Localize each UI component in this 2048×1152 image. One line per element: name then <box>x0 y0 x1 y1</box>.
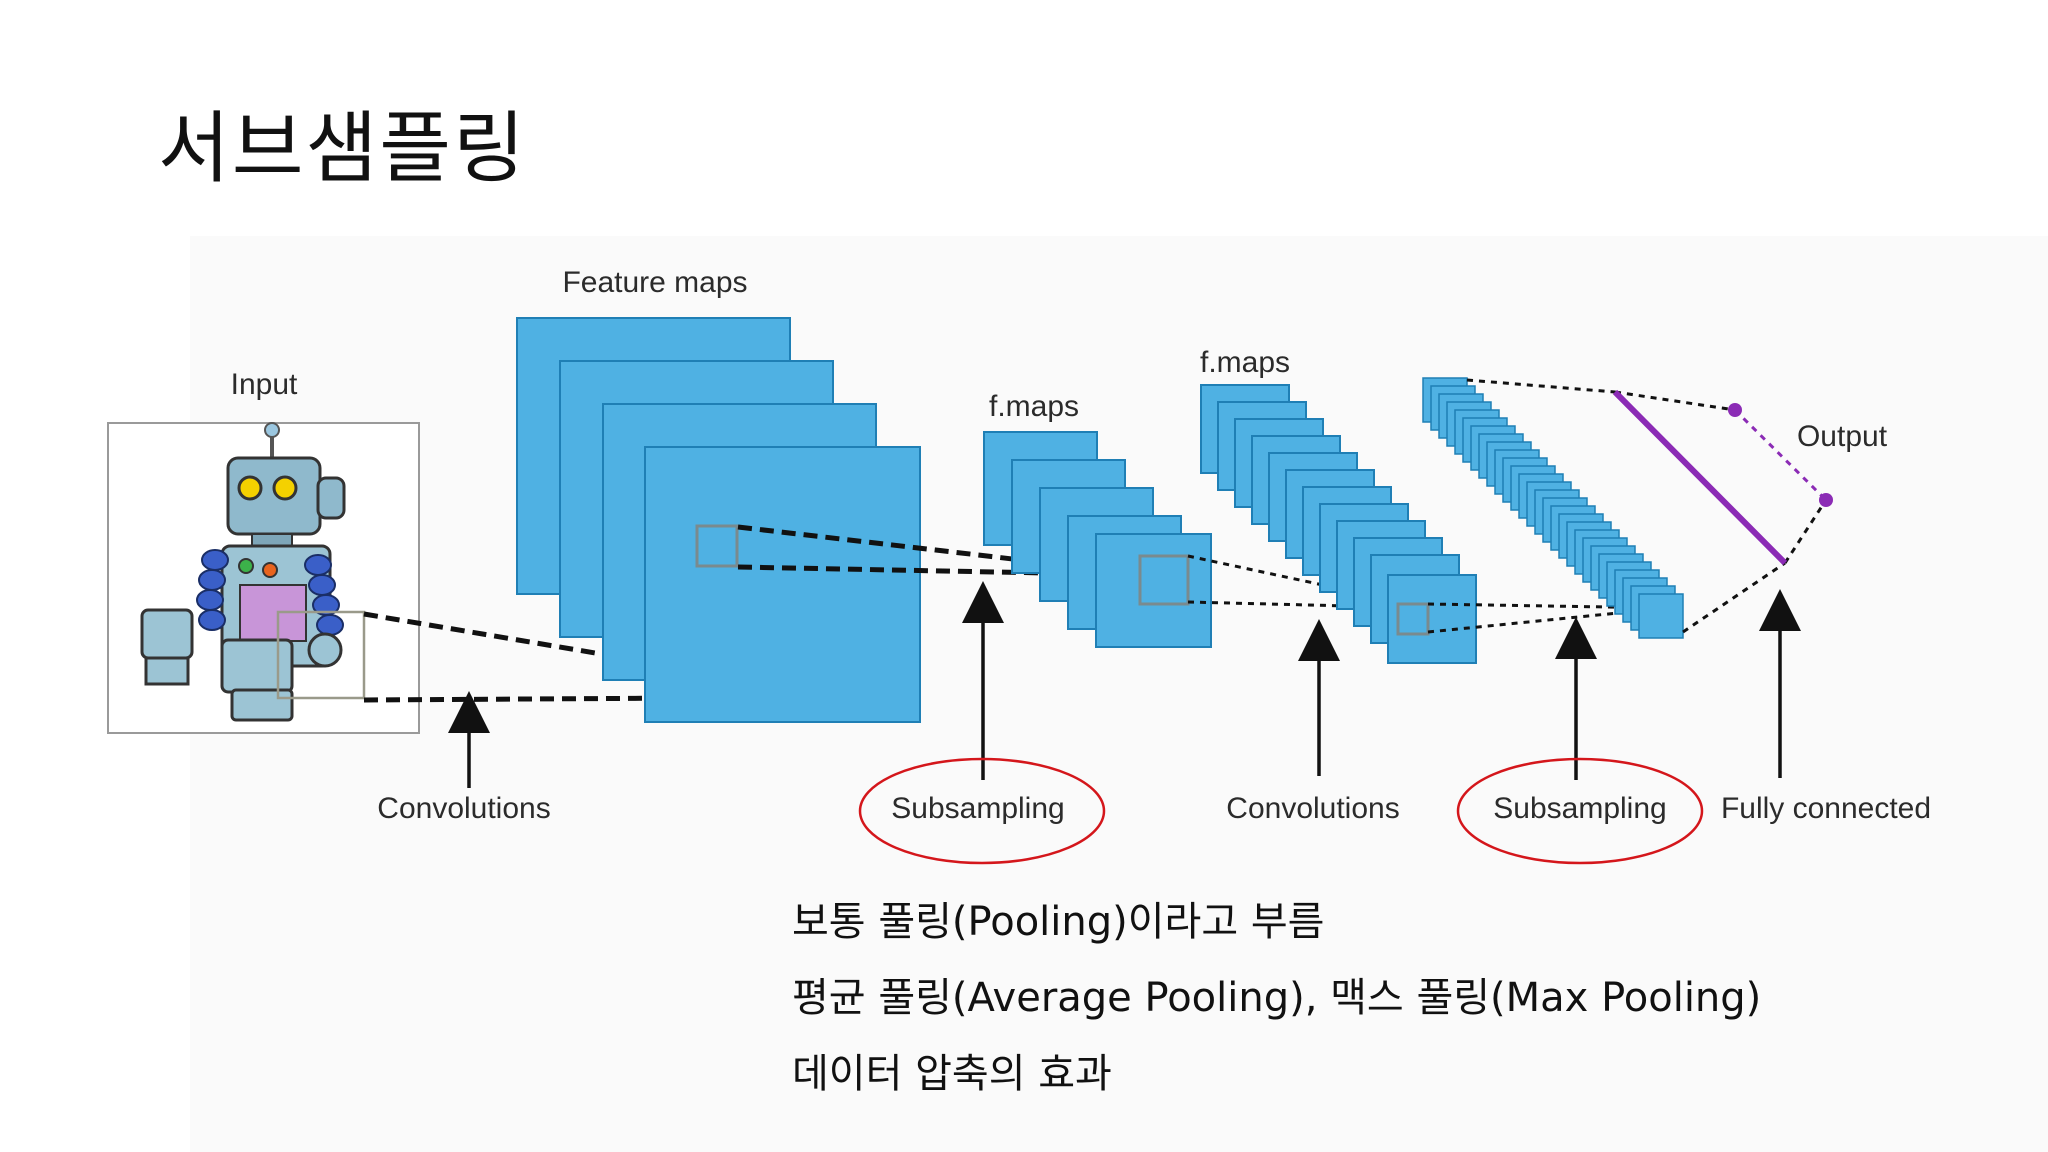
output-connection <box>1733 408 1828 502</box>
label-convolutions-2: Convolutions <box>1226 792 1399 825</box>
fmaps-1-patch <box>1138 554 1190 606</box>
output-node-1 <box>1728 403 1742 417</box>
fmaps-stack-1 <box>983 431 1212 648</box>
label-input: Input <box>231 368 298 401</box>
label-fmaps-1: f.maps <box>989 390 1079 423</box>
label-fully-connected: Fully connected <box>1721 792 1931 825</box>
fully-connected-layer <box>1612 389 1788 566</box>
fmaps-2-projection-lines <box>1427 602 1669 634</box>
label-subsampling-1: Subsampling <box>891 792 1064 825</box>
label-convolutions-1: Convolutions <box>377 792 550 825</box>
note-line-2: 평균 풀링(Average Pooling), 맥스 풀링(Max Poolin… <box>792 975 1762 1021</box>
feature-maps-stack <box>516 317 921 723</box>
label-feature-maps: Feature maps <box>562 266 747 299</box>
note-line-3: 데이터 압축의 효과 <box>792 1051 1112 1097</box>
feature-map-patch <box>695 524 739 568</box>
explanation-notes: 보통 풀링(Pooling)이라고 부름 평균 풀링(Average Pooli… <box>792 892 1761 1120</box>
fully-connected-lines <box>1466 378 1828 634</box>
pointer-arrows <box>448 581 1801 788</box>
input-image <box>107 422 420 734</box>
input-receptive-field <box>276 610 366 700</box>
label-fmaps-2: f.maps <box>1200 346 1290 379</box>
subsampling-highlight-1 <box>858 757 1106 865</box>
fmaps-2-patch <box>1396 602 1430 636</box>
diagram-background <box>190 236 2048 1152</box>
output-node-2 <box>1819 493 1833 507</box>
slide-title: 서브샘플링 <box>158 104 527 194</box>
subsampled-stack <box>1422 377 1684 639</box>
note-line-1: 보통 풀링(Pooling)이라고 부름 <box>792 899 1325 945</box>
label-output: Output <box>1797 420 1888 453</box>
subsampling-highlight-2 <box>1456 757 1704 865</box>
label-subsampling-2: Subsampling <box>1493 792 1666 825</box>
